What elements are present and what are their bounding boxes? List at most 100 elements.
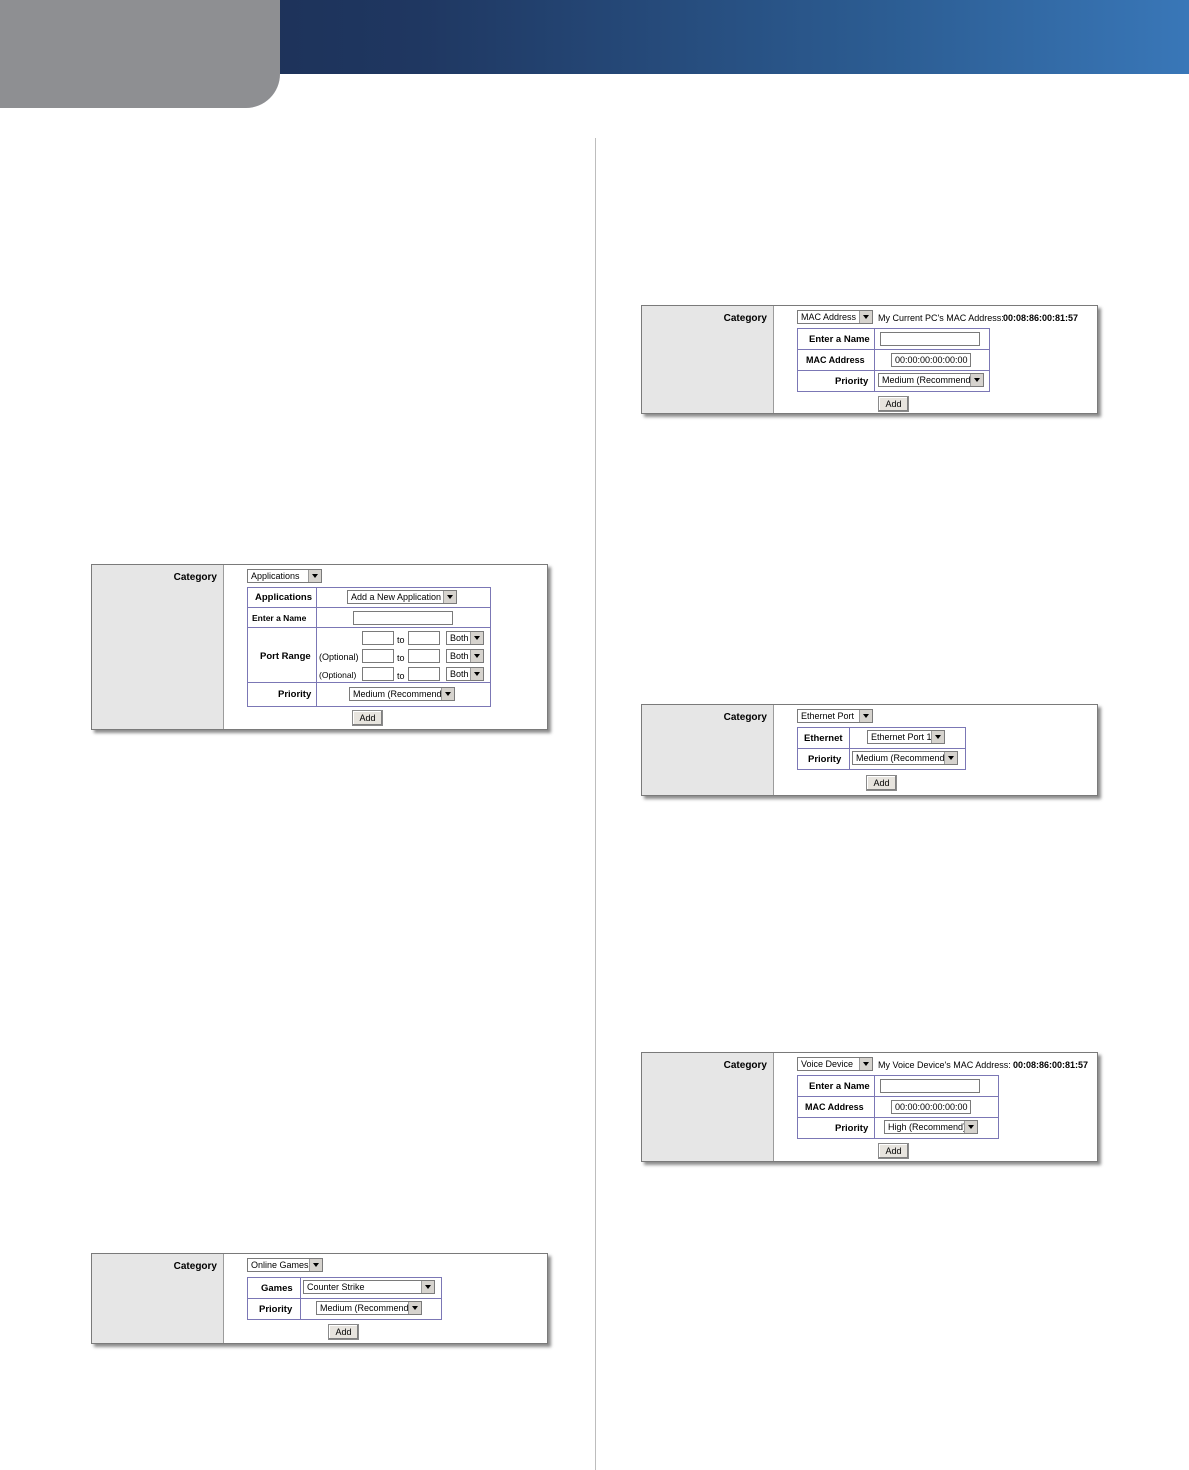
mac-address-panel: Category MAC Address My Current PC's MAC… xyxy=(641,305,1098,414)
applications-panel: Category Applications Applications Add a… xyxy=(91,564,548,730)
chevron-down-icon xyxy=(470,632,483,644)
games-label: Games xyxy=(261,1283,293,1294)
priority-label: Priority xyxy=(835,1123,869,1134)
port-start-3-input[interactable] xyxy=(362,667,394,681)
priority-value-cell xyxy=(874,370,990,392)
panel-sidebar: Category xyxy=(642,1053,774,1161)
header-tab xyxy=(0,0,280,108)
voice-mac-value: 00:08:86:00:81:57 xyxy=(1013,1060,1089,1070)
category-select-value: MAC Address xyxy=(801,312,857,322)
category-select[interactable]: Voice Device xyxy=(797,1057,873,1071)
chevron-down-icon xyxy=(421,1281,434,1293)
applications-select[interactable]: Add a New Application xyxy=(347,590,457,604)
enter-name-label: Enter a Name xyxy=(809,334,870,345)
port-start-2-input[interactable] xyxy=(362,649,394,663)
current-mac-label: My Current PC's MAC Address: xyxy=(878,313,1004,323)
current-mac-value: 00:08:86:00:81:57 xyxy=(1003,313,1079,323)
port-end-2-input[interactable] xyxy=(408,649,440,663)
mac-address-input[interactable]: 00:00:00:00:00:00 xyxy=(891,353,971,367)
to-label: to xyxy=(397,653,405,663)
add-button[interactable]: Add xyxy=(878,396,909,412)
priority-value-cell xyxy=(874,1117,999,1139)
category-label: Category xyxy=(723,712,767,723)
priority-select-value: High (Recommend) xyxy=(888,1122,967,1132)
port-range-label: Port Range xyxy=(260,651,311,662)
priority-select-value: Medium (Recommend) xyxy=(882,375,974,385)
mac-label: MAC Address xyxy=(806,355,865,365)
ethernet-select-value: Ethernet Port 1 xyxy=(871,732,932,742)
enter-name-input[interactable] xyxy=(880,1079,980,1093)
chevron-down-icon xyxy=(859,311,872,323)
chevron-down-icon xyxy=(408,1302,421,1314)
port-start-1-input[interactable] xyxy=(362,631,394,645)
column-divider xyxy=(595,138,596,1470)
ethernet-label: Ethernet xyxy=(804,733,843,744)
priority-value-cell xyxy=(316,682,491,707)
games-select-value: Counter Strike xyxy=(307,1282,365,1292)
protocol-select-value: Both xyxy=(450,633,469,643)
category-label: Category xyxy=(173,1261,217,1272)
enter-name-input[interactable] xyxy=(353,611,453,625)
chevron-down-icon xyxy=(470,650,483,662)
chevron-down-icon xyxy=(859,1058,872,1070)
mac-label: MAC Address xyxy=(805,1102,864,1112)
mac-address-input[interactable]: 00:00:00:00:00:00 xyxy=(891,1100,971,1114)
add-button[interactable]: Add xyxy=(866,775,897,791)
category-select-value: Online Games xyxy=(251,1260,309,1270)
category-label: Category xyxy=(723,313,767,324)
panel-sidebar: Category xyxy=(642,306,774,413)
optional-label: (Optional) xyxy=(319,652,359,662)
add-button[interactable]: Add xyxy=(878,1143,909,1159)
panel-sidebar: Category xyxy=(92,565,224,729)
chevron-down-icon xyxy=(443,591,456,603)
optional-label: (Optional) xyxy=(319,670,357,680)
priority-select[interactable]: Medium (Recommend) xyxy=(852,751,958,765)
protocol-3-select[interactable]: Both xyxy=(446,667,484,681)
add-button[interactable]: Add xyxy=(352,710,383,726)
voice-device-panel: Category Voice Device My Voice Device's … xyxy=(641,1052,1098,1162)
chevron-down-icon xyxy=(470,668,483,680)
chevron-down-icon xyxy=(931,731,944,743)
voice-mac-label: My Voice Device's MAC Address: xyxy=(878,1060,1011,1070)
priority-select[interactable]: High (Recommend) xyxy=(884,1120,978,1134)
priority-select[interactable]: Medium (Recommend) xyxy=(349,687,455,701)
category-select-value: Applications xyxy=(251,571,300,581)
chevron-down-icon xyxy=(970,374,983,386)
category-select-value: Ethernet Port xyxy=(801,711,855,721)
chevron-down-icon xyxy=(309,1259,322,1271)
games-select[interactable]: Counter Strike xyxy=(303,1280,435,1294)
priority-select[interactable]: Medium (Recommend) xyxy=(316,1301,422,1315)
priority-select-value: Medium (Recommend) xyxy=(320,1303,412,1313)
category-label: Category xyxy=(173,572,217,583)
protocol-1-select[interactable]: Both xyxy=(446,631,484,645)
port-end-3-input[interactable] xyxy=(408,667,440,681)
enter-name-label: Enter a Name xyxy=(809,1081,870,1092)
to-label: to xyxy=(397,635,405,645)
to-label: to xyxy=(397,671,405,681)
chevron-down-icon xyxy=(441,688,454,700)
priority-label: Priority xyxy=(259,1304,293,1315)
panel-sidebar: Category xyxy=(642,705,774,795)
priority-select[interactable]: Medium (Recommend) xyxy=(878,373,984,387)
category-select[interactable]: Online Games xyxy=(247,1258,323,1272)
enter-name-label: Enter a Name xyxy=(252,613,307,623)
protocol-2-select[interactable]: Both xyxy=(446,649,484,663)
protocol-select-value: Both xyxy=(450,651,469,661)
online-games-panel: Category Online Games Games Counter Stri… xyxy=(91,1253,548,1344)
panel-sidebar: Category xyxy=(92,1254,224,1343)
priority-label: Priority xyxy=(808,754,842,765)
protocol-select-value: Both xyxy=(450,669,469,679)
enter-name-input[interactable] xyxy=(880,332,980,346)
category-label: Category xyxy=(723,1060,767,1071)
ethernet-select[interactable]: Ethernet Port 1 xyxy=(867,730,945,744)
ethernet-port-panel: Category Ethernet Port Ethernet Ethernet… xyxy=(641,704,1098,796)
category-select[interactable]: MAC Address xyxy=(797,310,873,324)
chevron-down-icon xyxy=(308,570,321,582)
port-end-1-input[interactable] xyxy=(408,631,440,645)
add-button[interactable]: Add xyxy=(328,1324,359,1340)
priority-value-cell xyxy=(849,748,966,770)
category-select[interactable]: Ethernet Port xyxy=(797,709,873,723)
priority-value-cell xyxy=(300,1298,442,1320)
category-select[interactable]: Applications xyxy=(247,569,322,583)
applications-label: Applications xyxy=(255,592,313,603)
